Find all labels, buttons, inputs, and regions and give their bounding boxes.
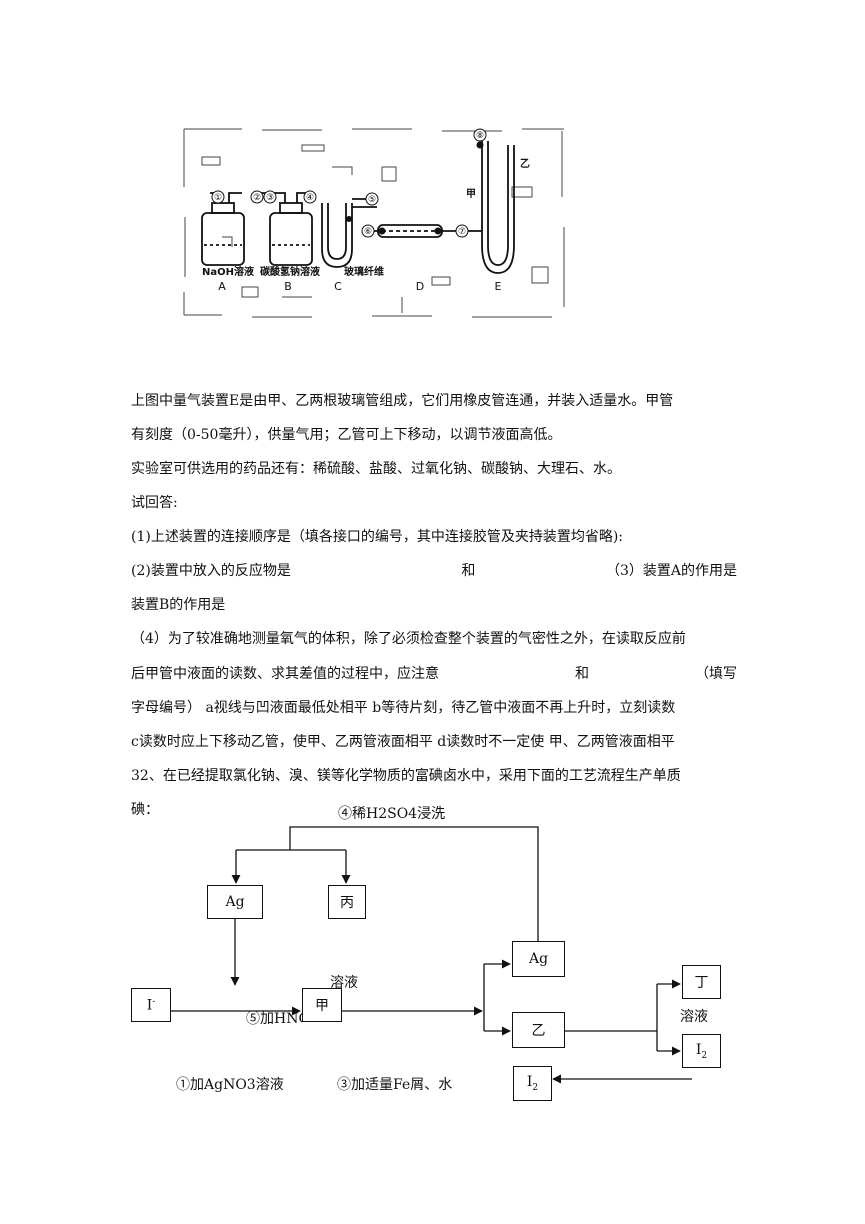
box-iodine-right: I2 [682,1034,721,1068]
port-8: ⑧ [476,131,484,141]
box-yi: 乙 [512,1012,565,1048]
step-5-label: ⑤加HNO [246,1011,302,1027]
box-ag-top-text: Ag [225,894,245,910]
box-iodide: I- [131,988,171,1022]
paragraph-2: 实验室可供选用的药品还有：稀硫酸、盐酸、过氧化钠、碳酸钠、大理石、水。 [131,461,621,477]
box-ding-text: 丁 [694,975,709,991]
box-ag-right-text: Ag [528,951,549,967]
label-c: C [334,280,342,293]
box-ding: 丁 [682,965,721,999]
question-2-a: (2)装置中放入的反应物是 [131,563,291,579]
box-iodine-right-text: I2 [696,1042,707,1061]
question-4-b3: （填写 [695,666,737,682]
box-jia: 甲 [302,988,342,1022]
label-b: B [284,280,292,293]
question-4-b1: 后甲管中液面的读数、求其差值的过程中，应注意 [131,666,439,682]
port-6: ⑥ [364,227,372,237]
label-d: D [416,280,424,293]
question-1: (1)上述装置的连接顺序是（填各接口的编号，其中连接胶管及夹持装置均省略): [131,529,624,545]
reagent-a-label: NaOH溶液 [202,265,254,278]
box-yi-text: 乙 [531,1023,546,1039]
box-iodine-bottom-subscript: 2 [532,1082,539,1093]
step-3-label: ③加适量Fe屑、水 [337,1077,453,1093]
port-7: ⑦ [458,227,466,237]
question-2-c: （3）装置A的作用是 [605,563,737,579]
paragraph-1a: 上图中量气装置E是由甲、乙两根玻璃管组成，它们用橡皮管连通，并装入适量水。甲管 [131,393,674,409]
step-4-label: ④稀H2SO4浸洗 [338,806,446,822]
question-4-a: （4）为了较准确地测量氧气的体积，除了必须检查整个装置的气密性之外，在读取反应前 [131,631,686,647]
box-iodine-bottom-text: I2 [527,1074,538,1093]
box-iodide-symbol: I [146,997,153,1014]
fiber-label: 玻璃纤维 [344,265,384,278]
label-e: E [495,280,502,293]
box-ag-right: Ag [512,941,565,977]
port-4: ④ [306,193,314,203]
box-bing-text: 丙 [340,895,354,911]
box-ag-top: Ag [207,885,263,919]
question-3-line2: 装置B的作用是 [131,597,226,613]
label-a: A [218,280,226,293]
box-iodine-right-subscript: 2 [701,1050,708,1061]
paragraph-1b: 有刻度（0-50毫升），供量气用；乙管可上下移动，以调节液面高低。 [131,427,562,443]
question-4-c: 字母编号） a视线与凹液面最低处相平 b等待片刻，待乙管中液面不再上升时，立刻读… [131,700,676,716]
question-4-d: c读数时应上下移动乙管，使甲、乙两管液面相平 d读数时不一定使 甲、乙两管液面相… [131,734,675,750]
paragraph-3: 试回答: [131,495,178,511]
step-1-label: ①加AgNO3溶液 [176,1077,284,1093]
box-bing: 丙 [328,885,366,919]
question-2-b: 和 [461,563,476,579]
box-iodine-bottom-symbol: I [526,1074,533,1091]
question-32-b: 碘： [131,802,159,818]
port-2: ② [253,193,261,203]
question-4-b-line: 后甲管中液面的读数、求其差值的过程中，应注意 和 （填写 [131,664,737,684]
reagent-b-label: 碳酸氢钠溶液 [260,265,320,278]
tube-yi-label: 乙 [520,158,530,170]
port-1: ① [214,193,222,203]
tube-jia-label: 甲 [466,188,476,200]
box-iodide-charge: - [152,996,156,1007]
port-3: ③ [266,193,274,203]
solution-label-2: 溶液 [680,1009,708,1025]
question-4-b2: 和 [575,666,589,682]
box-iodide-text: I- [147,997,156,1014]
question-32-a: 32、在已经提取氯化钠、溴、镁等化学物质的富碘卤水中，采用下面的工艺流程生产单质 [131,768,681,784]
question-2-line: (2)装置中放入的反应物是 和 （3）装置A的作用是 [131,561,737,581]
box-iodine-right-symbol: I [695,1041,702,1058]
solution-label-1: 溶液 [330,975,358,991]
port-5: ⑤ [368,195,376,205]
box-iodine-bottom: I2 [513,1066,552,1101]
box-jia-text: 甲 [315,998,329,1014]
apparatus-figure: ① ② ③ ④ ⑤ ⑥ ⑦ ⑧ NaOH溶液 碳酸氢钠溶液 玻璃纤维 甲 乙 A… [183,128,565,318]
